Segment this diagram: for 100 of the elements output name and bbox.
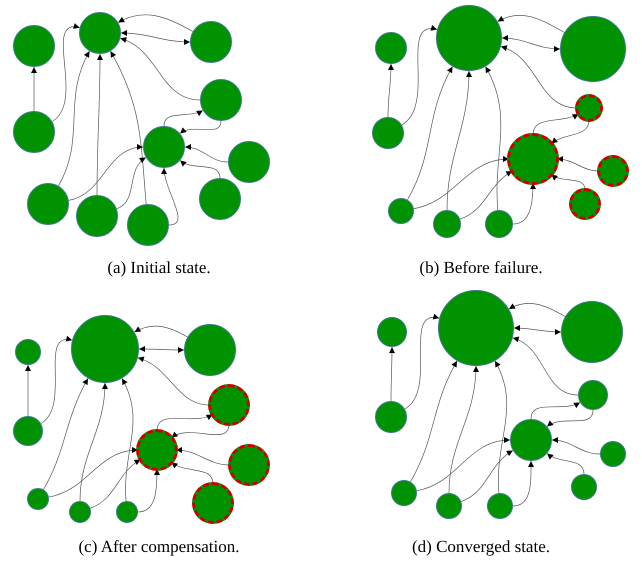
circle-node: [372, 117, 404, 149]
arrow: [530, 402, 580, 420]
circle-node: [127, 204, 169, 246]
arrow: [156, 414, 213, 432]
arrow: [40, 336, 72, 424]
arrow: [512, 337, 578, 396]
arrow: [551, 174, 586, 190]
panel-caption: (b) Before failure.: [419, 258, 543, 278]
arrow: [494, 360, 508, 494]
circle-node: [27, 488, 49, 510]
arrow: [460, 450, 514, 502]
arrow: [118, 14, 194, 32]
arrow: [80, 382, 108, 502]
arrow: [485, 66, 502, 210]
arrow: [546, 453, 584, 474]
circle-node: [200, 79, 242, 121]
arrow: [556, 156, 600, 172]
circle-node: [375, 32, 407, 64]
circle-node: [143, 126, 185, 168]
arrow: [502, 35, 560, 52]
circle-node: [575, 94, 603, 122]
circle-node: [208, 384, 250, 426]
arrow: [184, 144, 228, 162]
arrow: [134, 326, 188, 338]
arrow: [180, 120, 222, 134]
arrow: [446, 70, 472, 210]
panel-caption: (a) Initial state.: [107, 258, 211, 278]
arrow: [138, 346, 184, 353]
circle-node: [571, 474, 597, 500]
circle-node: [507, 133, 559, 185]
arrow: [500, 46, 578, 108]
circle-node: [377, 317, 407, 347]
arrow: [180, 160, 220, 178]
arrow: [171, 462, 214, 484]
circle-node: [15, 339, 41, 365]
arrow: [110, 50, 147, 204]
circle-node: [388, 198, 414, 224]
circle-node: [13, 25, 55, 67]
arrow: [43, 378, 88, 490]
circle-node: [510, 419, 552, 461]
circle-node: [184, 324, 236, 376]
circle-node: [578, 380, 608, 410]
arrow: [162, 168, 178, 226]
circle-node: [192, 482, 234, 524]
arrow: [407, 66, 453, 200]
arrow: [497, 14, 565, 33]
arrow: [96, 54, 103, 196]
arrow: [138, 357, 210, 406]
circle-node: [228, 444, 270, 486]
arrow: [120, 38, 200, 100]
circle-node: [116, 501, 138, 523]
arrow: [164, 110, 204, 126]
arrow: [25, 364, 31, 416]
circle-node: [190, 21, 232, 63]
arrow: [122, 378, 134, 502]
arrow: [552, 437, 600, 454]
arrow: [116, 157, 146, 210]
panel-caption: (c) After compensation.: [78, 537, 240, 557]
arrow: [514, 325, 562, 335]
circle-node: [13, 111, 55, 153]
arrow: [416, 438, 510, 492]
arrow: [48, 448, 138, 498]
arrow: [138, 468, 160, 512]
circle-node: [76, 195, 118, 237]
circle-node: [79, 12, 121, 54]
arrow: [171, 424, 230, 438]
circle-node: [600, 441, 626, 467]
circle-node: [487, 493, 513, 519]
circle-node: [485, 210, 513, 238]
arrow: [402, 26, 438, 126]
circle-node: [228, 141, 270, 183]
circle-node: [27, 183, 69, 225]
circle-node: [69, 501, 91, 523]
arrow: [90, 459, 141, 509]
arrow: [460, 170, 513, 220]
arrow: [52, 24, 80, 122]
arrow: [176, 447, 230, 466]
arrow: [448, 366, 479, 494]
circle-node: [375, 401, 407, 433]
arrow: [120, 30, 190, 45]
arrow: [68, 144, 144, 201]
arrow: [512, 182, 536, 224]
circle-node: [569, 188, 601, 220]
arrow: [58, 50, 90, 186]
arrow: [551, 120, 590, 144]
arrow: [508, 303, 566, 317]
circle-node: [391, 480, 417, 506]
circle-node: [436, 493, 462, 519]
arrow: [388, 64, 394, 118]
circle-node: [433, 210, 461, 238]
arrow: [413, 156, 510, 210]
arrow: [512, 460, 534, 506]
arrow: [404, 314, 440, 410]
circle-node: [597, 155, 629, 187]
circle-node: [199, 178, 241, 220]
arrow: [532, 114, 579, 136]
arrow: [546, 410, 594, 427]
arrow: [388, 346, 395, 402]
arrow: [31, 66, 37, 112]
arrow: [410, 360, 458, 482]
